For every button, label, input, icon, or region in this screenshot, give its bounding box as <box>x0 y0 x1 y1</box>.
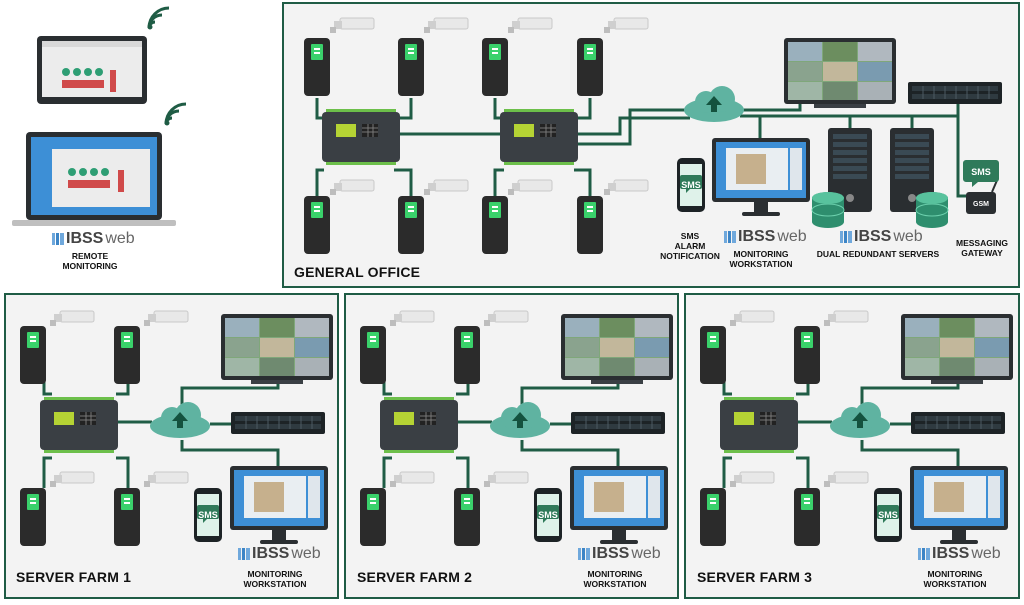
server-farm-3-devices <box>700 311 1013 546</box>
video-wall <box>784 38 896 108</box>
sms-alarm-caption: SMS ALARM NOTIFICATION <box>660 231 720 261</box>
logo-bars-icon <box>578 548 590 560</box>
server-farm-1-title: SERVER FARM 1 <box>16 569 132 585</box>
monitoring-workstation-caption: MONITORING WORKSTATION <box>923 569 987 589</box>
logo-bars-icon <box>918 548 930 560</box>
logo-text: IBSS <box>738 228 776 245</box>
server-farm-2-devices <box>360 311 673 546</box>
messaging-gateway <box>963 160 999 214</box>
access-controller <box>499 108 579 166</box>
logo-bars-icon <box>840 231 852 243</box>
cloud-icon <box>684 86 744 122</box>
dual-redundant-servers-caption: DUAL REDUNDANT SERVERS <box>816 249 940 259</box>
server-farm-2-title: SERVER FARM 2 <box>357 569 473 585</box>
access-controller <box>321 108 401 166</box>
logo-suffix: web <box>631 545 661 562</box>
logo-bars-icon <box>724 231 736 243</box>
monitoring-workstation-caption: MONITORING WORKSTATION <box>583 569 647 589</box>
sms-label: SMS <box>971 167 991 177</box>
general-office-title: GENERAL OFFICE <box>294 264 421 280</box>
wifi-icon <box>163 102 188 127</box>
database-icon <box>811 191 845 229</box>
monitoring-workstation-caption: MONITORING WORKSTATION <box>729 249 793 269</box>
logo-suffix: web <box>893 228 923 245</box>
monitoring-workstation-caption: MONITORING WORKSTATION <box>243 569 307 589</box>
wifi-icon <box>146 6 171 31</box>
sms-label: SMS <box>538 510 558 520</box>
database-icon <box>915 191 949 229</box>
logo-suffix: web <box>971 545 1001 562</box>
logo-text: IBSS <box>592 545 630 562</box>
server-farm-1-devices <box>20 310 333 546</box>
logo-text: IBSS <box>252 545 290 562</box>
sms-label: SMS <box>878 510 898 520</box>
logo-text: IBSS <box>66 230 104 247</box>
logo-suffix: web <box>291 545 321 562</box>
gsm-label: GSM <box>973 201 989 208</box>
nvr-recorder <box>907 81 1003 105</box>
server-farm-3-title: SERVER FARM 3 <box>697 569 813 585</box>
remote-monitoring-caption: REMOTE MONITORING <box>62 251 118 271</box>
remote-tablet <box>37 36 147 104</box>
logo-text: IBSS <box>932 545 970 562</box>
logo-text: IBSS <box>854 228 892 245</box>
logo-suffix: web <box>777 228 807 245</box>
logo-bars-icon <box>238 548 250 560</box>
logo-bars-icon <box>52 233 64 245</box>
logo-suffix: web <box>105 230 135 247</box>
sms-label: SMS <box>681 180 701 190</box>
remote-laptop <box>12 132 176 226</box>
monitoring-workstation <box>712 138 810 216</box>
sms-label: SMS <box>198 510 218 520</box>
messaging-gateway-caption: MESSAGING GATEWAY <box>956 238 1008 258</box>
